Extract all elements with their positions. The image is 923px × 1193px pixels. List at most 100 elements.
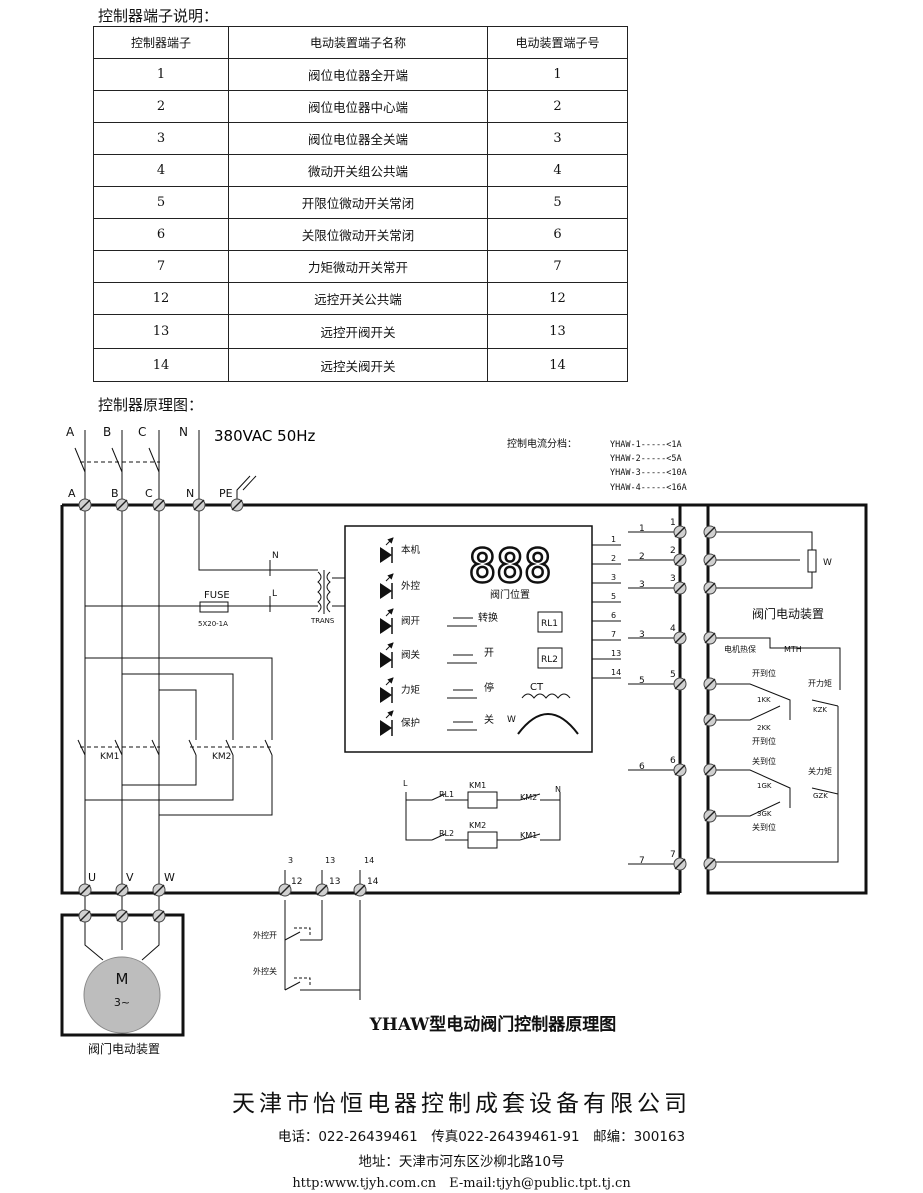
right-terminal-label: 2 [670,546,676,556]
current-title: 控制电流分档： [507,437,577,450]
km1-label: KM1 [100,752,119,762]
motor-box [60,913,185,1037]
open-limit-label-2: 开到位 [752,736,776,746]
fuse-label: FUSE [204,590,230,601]
motor-u-label: U [88,871,96,884]
panel-output-label: 6 [611,611,616,620]
relay-km1-coil-label: KM1 [469,781,486,790]
terminal-slash [674,858,686,870]
led-ray-icon [385,608,394,617]
terminal-slash [116,499,128,511]
current-range-3: YHAW-3-----<10A [610,468,687,478]
pe-label: PE [219,487,233,500]
panel-display-label: 阀门位置 [490,588,530,601]
term-c-label: C [145,487,153,500]
panel-display: 888 [468,539,551,593]
phase-a-label: A [66,425,75,439]
remote-term-13: 13 [329,877,340,887]
terminal-slash [153,884,165,896]
terminal-slash [674,554,686,566]
limit-wires [712,683,791,808]
phase-b-label: B [103,425,111,439]
ct-coil [521,693,571,699]
right-actuator-label: 阀门电动装置 [752,606,824,621]
potentiometer [807,549,817,573]
km-wire-3 [159,689,197,740]
company-contact: 电话：022-26439461 传真022-26439461-91 邮编：300… [277,1129,686,1145]
trans-n-label: N [272,551,279,561]
terminal-slash [704,810,716,822]
motor-actuator-label: 阀门电动装置 [88,1041,160,1056]
button-open-label: 开 [484,648,494,659]
limit-wires-2 [712,705,781,817]
actuator-terminal-cell: 3 [487,122,628,155]
actuator-terminal-cell: 7 [487,250,628,283]
terminal-slash [79,910,91,922]
terminal-slash [354,884,366,896]
controller-terminal-cell: 3 [93,122,229,155]
terminal-slash [116,884,128,896]
panel-output-label: 2 [611,554,616,563]
table-header-cell: 电动装置端子号 [487,26,628,59]
open-limit-label: 开到位 [752,668,776,678]
remote-top-3: 3 [288,856,293,865]
remote-top-13: 13 [325,856,335,865]
current-range-1: YHAW-1-----<1A [610,440,682,450]
panel-output-label: 1 [611,535,616,544]
led-icon [380,687,392,703]
panel-rl1-label: RL1 [541,619,558,629]
led-icon [380,652,392,668]
controller-terminal-cell: 2 [93,90,229,123]
panel-output-label: 13 [611,649,621,658]
right-terminal-label: 1 [670,518,676,528]
left-terminal-label: 6 [639,762,645,772]
current-range-4: YHAW-4-----<16A [610,483,687,493]
remote-wires [284,900,361,1000]
led-label: 阀关 [401,649,421,661]
enclosure-left-bottom-line [60,505,680,895]
terminal-section-title: 控制器端子说明： [98,7,219,25]
gzk-label: GZK [813,792,828,800]
relay-contacts [431,793,446,841]
controller-terminal-cell: 7 [93,250,229,283]
controller-terminal-cell: 6 [93,218,229,251]
terminal-slash [704,554,716,566]
motor-label: M [116,970,129,988]
led-ray-icon [385,642,394,651]
led-ray-icon [385,537,394,546]
term-b-label: B [111,487,119,500]
fuse-symbol [199,601,229,613]
close-limit-label-2: 关到位 [752,822,776,832]
panel-output-label: 7 [611,630,616,639]
main-breaker [74,447,160,473]
terminal-slash [704,714,716,726]
relay-km2-coil-label: KM2 [469,821,486,830]
actuator-terminal-cell: 2 [487,90,628,123]
terminal-name-cell: 远控关阀开关 [228,348,488,382]
terminal-name-cell: 阀位电位器全关端 [228,122,488,155]
torque-contacts [811,699,839,795]
terminal-slash [704,764,716,776]
terminal-name-cell: 远控开关公共端 [228,282,488,315]
neutral-to-trans [198,508,318,571]
actuator-terminal-cell: 12 [487,282,628,315]
actuator-terminal-cell: 13 [487,314,628,349]
controller-terminal-cell: 13 [93,314,229,349]
led-label: 外控 [401,580,421,592]
terminal-slash [193,499,205,511]
terminal-slash [674,678,686,690]
motor-symbol [83,956,161,1034]
terminal-name-cell: 开限位微动开关常闭 [228,186,488,219]
terminal-slash [153,499,165,511]
ct-arc [517,713,579,735]
open-torque-label: 开力矩 [808,678,832,688]
motor-v-label: V [126,871,134,884]
actuator-terminal-cell: 1 [487,58,628,91]
torque-wire [712,706,839,863]
terminal-slash [79,499,91,511]
phase-n-label: N [179,425,188,439]
